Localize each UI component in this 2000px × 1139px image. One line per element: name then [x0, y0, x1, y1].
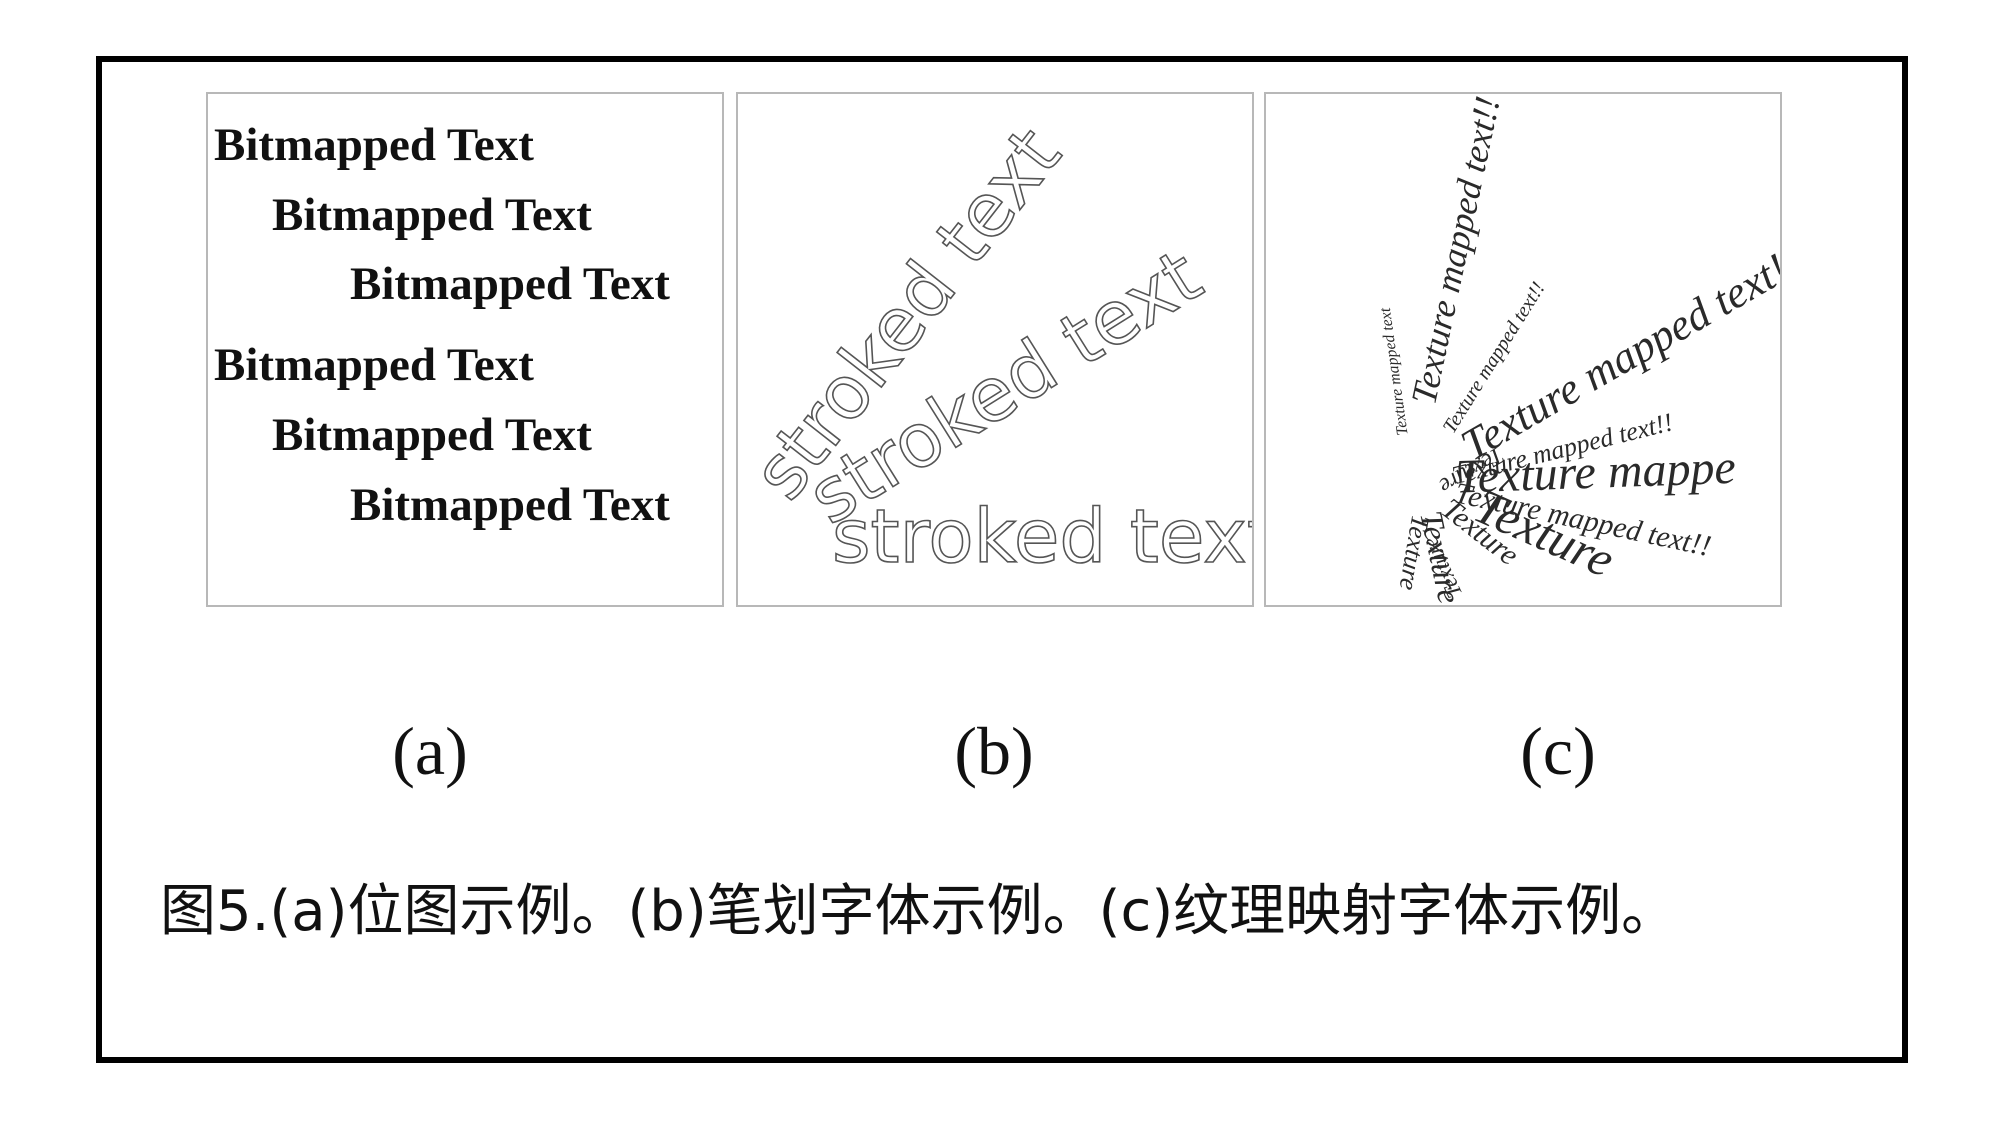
label-b: (b): [954, 713, 1034, 789]
texture-phrase: Texture mapped text: [1377, 306, 1412, 436]
texture-text-svg: Texture mapped text!! Texture mapped tex…: [1377, 94, 1780, 605]
panel-c-texture: Texture mapped text!! Texture mapped tex…: [1264, 92, 1782, 607]
bitmap-line: Bitmapped Text: [350, 479, 670, 531]
bitmap-line: Bitmapped Text: [350, 258, 670, 310]
stroked-line: stroked text: [832, 494, 1252, 580]
stroked-text-svg: stroked text stroked text stroked text: [738, 112, 1252, 581]
panel-b-stroked: stroked text stroked text stroked text: [736, 92, 1254, 607]
label-a: (a): [392, 713, 468, 789]
bitmap-line: Bitmapped Text: [272, 409, 592, 461]
figure-caption: 图5.(a)位图示例。(b)笔划字体示例。(c)纹理映射字体示例。: [160, 879, 1678, 944]
texture-phrase: Texture mappe: [1455, 441, 1737, 504]
bitmap-line: Bitmapped Text: [272, 189, 592, 241]
bitmap-line: Bitmapped Text: [214, 119, 534, 171]
label-c: (c): [1520, 713, 1596, 789]
bitmap-line: Bitmapped Text: [214, 339, 534, 391]
panel-a-bitmapped: Bitmapped Text Bitmapped Text Bitmapped …: [206, 92, 724, 607]
